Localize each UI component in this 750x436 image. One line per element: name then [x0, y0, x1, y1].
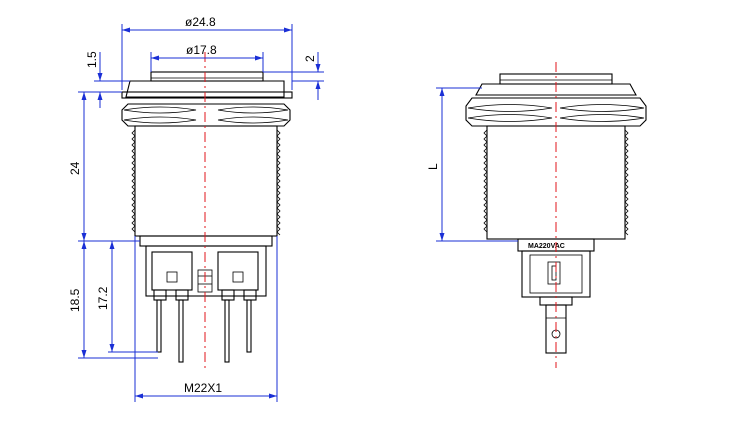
lens-cap — [150, 71, 264, 82]
threaded-body — [131, 125, 281, 237]
dim-bezel-height: 1.5 — [85, 51, 99, 68]
dim-thread: M22X1 — [184, 381, 222, 395]
switch-base — [139, 235, 273, 247]
dimension-texts: ø24.8 ø17.8 1.5 2 24 18.5 17.2 M22X1 — [68, 15, 317, 395]
side-dimension: L — [426, 87, 518, 242]
dim-body-length: 24 — [68, 161, 82, 175]
front-view — [121, 52, 293, 372]
terminal-housing — [145, 245, 267, 301]
dim-head-diameter: ø24.8 — [185, 15, 216, 29]
dim-lens-diameter: ø17.8 — [186, 43, 217, 57]
terminal-pins — [156, 299, 252, 363]
dim-lens-height: 2 — [303, 55, 317, 62]
voltage-marking: MA220VAC — [528, 243, 565, 250]
dim-pin-length: 17.2 — [96, 286, 110, 310]
dim-side-length: L — [426, 163, 440, 170]
dimension-lines — [78, 24, 324, 402]
hex-nut — [121, 103, 291, 127]
side-view: MA220VAC — [465, 62, 647, 368]
dim-terminal-length: 18.5 — [68, 288, 82, 312]
